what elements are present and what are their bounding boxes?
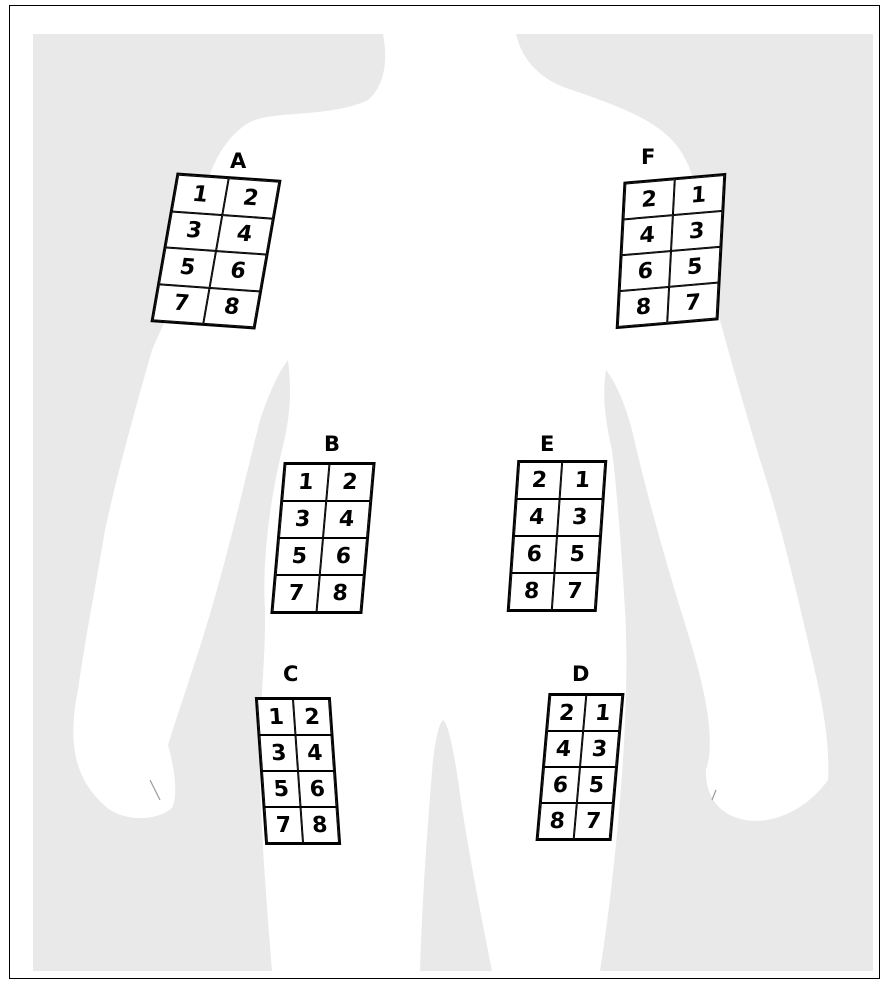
grid-cell: 2 [547, 695, 586, 731]
site-letter: F [641, 147, 655, 168]
grid-cell: 5 [669, 247, 720, 287]
grid-cell: 6 [511, 536, 557, 573]
site-grid: 2 1 4 3 6 5 8 7 [536, 693, 625, 841]
grid-cell: 7 [667, 283, 718, 323]
grid-cell: 2 [517, 462, 563, 499]
grid-cell: 5 [262, 771, 301, 807]
grid-cell: 8 [301, 807, 340, 843]
grid-cell: 4 [295, 735, 334, 771]
grid-cell: 8 [203, 287, 260, 327]
grid-cell: 1 [282, 464, 329, 501]
site-grid: 1 2 3 4 5 6 7 8 [255, 697, 341, 845]
grid-cell: 3 [259, 735, 298, 771]
grid-cell: 6 [298, 771, 337, 807]
grid-cell: 3 [580, 731, 619, 767]
grid-cell: 2 [293, 699, 332, 735]
grid-cell: 5 [554, 536, 600, 573]
grid-cell: 8 [317, 575, 364, 612]
grid-cell: 1 [257, 699, 296, 735]
grid-cell: 4 [216, 215, 273, 255]
site-letter: D [572, 664, 589, 685]
grid-cell: 7 [574, 803, 613, 839]
grid-cell: 6 [620, 251, 671, 291]
grid-cell: 4 [544, 731, 583, 767]
site-grid: 1 2 3 4 5 6 7 8 [270, 462, 375, 614]
site-letter: A [230, 151, 246, 172]
grid-cell: 8 [538, 803, 577, 839]
site-grid: 2 1 4 3 6 5 8 7 [616, 173, 727, 329]
grid-cell: 3 [165, 211, 222, 251]
grid-cell: 5 [159, 247, 216, 287]
grid-cell: 7 [265, 807, 304, 843]
site-letter: B [324, 434, 340, 455]
grid-cell: 5 [577, 767, 616, 803]
site-letter: E [540, 434, 554, 455]
grid-cell: 1 [583, 695, 622, 731]
grid-cell: 2 [326, 464, 373, 501]
grid-cell: 6 [320, 538, 367, 575]
grid-cell: 8 [618, 287, 669, 327]
grid-cell: 4 [622, 215, 673, 255]
site-letter: C [283, 664, 298, 685]
grid-cell: 4 [514, 499, 560, 536]
grid-cell: 1 [560, 462, 606, 499]
grid-cell: 3 [557, 499, 603, 536]
grid-cell: 6 [210, 251, 267, 291]
grid-cell: 5 [276, 538, 323, 575]
grid-cell: 8 [509, 573, 555, 610]
grid-cell: 6 [541, 767, 580, 803]
grid-cell: 1 [172, 175, 229, 215]
grid-cell: 4 [323, 501, 370, 538]
grid-cell: 7 [153, 284, 210, 324]
grid-cell: 2 [222, 178, 279, 218]
site-grid: 2 1 4 3 6 5 8 7 [507, 460, 608, 612]
grid-cell: 3 [279, 501, 326, 538]
grid-cell: 7 [273, 575, 320, 612]
grid-cell: 2 [623, 179, 674, 219]
grid-cell: 3 [671, 211, 722, 251]
grid-cell: 7 [552, 573, 598, 610]
grid-cell: 1 [673, 175, 724, 215]
